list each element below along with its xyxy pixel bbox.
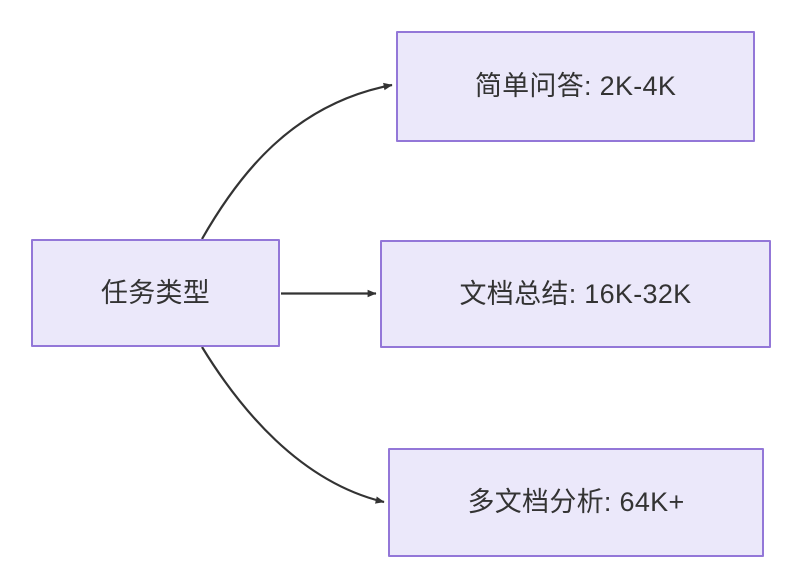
node-simple-qa[interactable]: 简单问答: 2K-4K xyxy=(396,31,755,142)
node-multi-doc-label: 多文档分析: 64K+ xyxy=(467,487,685,518)
node-multi-doc[interactable]: 多文档分析: 64K+ xyxy=(388,448,764,557)
edge-task-type-to-simple-qa xyxy=(201,82,393,240)
node-doc-summary-label: 文档总结: 16K-32K xyxy=(459,278,692,309)
edge-task-type-to-multi-doc xyxy=(201,346,385,504)
node-task-type-label: 任务类型 xyxy=(100,277,211,308)
node-task-type[interactable]: 任务类型 xyxy=(31,239,280,347)
node-doc-summary[interactable]: 文档总结: 16K-32K xyxy=(380,240,771,348)
node-simple-qa-label: 简单问答: 2K-4K xyxy=(474,71,677,102)
